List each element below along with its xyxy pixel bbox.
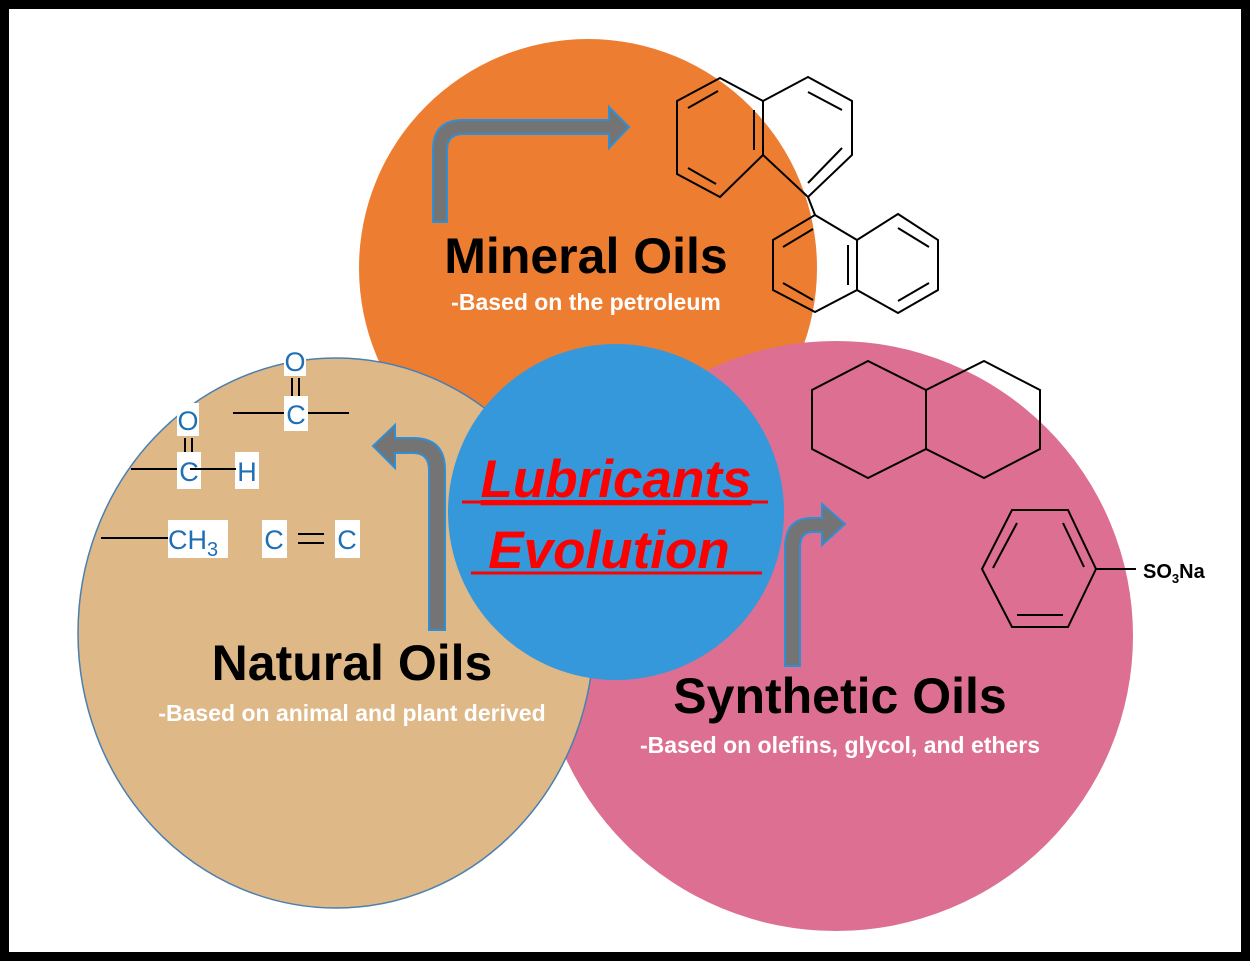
methyl-group: CH — [168, 525, 207, 555]
aldehyde-carbon: C — [179, 457, 199, 487]
synthetic-oils-subtitle: -Based on olefins, glycol, and ethers — [640, 732, 1040, 758]
mineral-oils-title: Mineral Oils — [444, 228, 727, 284]
center-title-line1: Lubricants — [481, 450, 752, 509]
sulfonate-subscript: 3 — [1172, 571, 1179, 586]
alkene-carbon-1: C — [264, 525, 284, 555]
mineral-molecule-icon — [676, 75, 939, 315]
synthetic-oils-title: Synthetic Oils — [673, 668, 1006, 724]
methyl-subscript: 3 — [207, 539, 218, 561]
synthetic-decalin-icon — [811, 359, 1041, 480]
center-circle — [448, 344, 784, 680]
natural-arrow-icon — [371, 422, 446, 631]
synthetic-benzenesulfonate-icon: SO3Na — [980, 509, 1206, 628]
natural-oils-subtitle: -Based on animal and plant derived — [158, 700, 545, 726]
ketone-oxygen: O — [284, 347, 305, 377]
natural-functional-groups-icon: O C O C H CH3 C — [101, 343, 360, 561]
svg-text:CH3: CH3 — [168, 525, 218, 561]
center-title-line2: Evolution — [488, 521, 729, 580]
mineral-oils-subtitle: -Based on the petroleum — [451, 289, 721, 315]
ketone-carbon: C — [286, 400, 306, 430]
aldehyde-oxygen: O — [177, 406, 198, 436]
mineral-arrow-icon — [432, 104, 631, 223]
aldehyde-hydrogen: H — [237, 457, 257, 487]
svg-text:SO3Na: SO3Na — [1143, 561, 1206, 586]
sulfonate-sodium: Na — [1179, 561, 1205, 583]
natural-oils-title: Natural Oils — [212, 635, 493, 691]
synthetic-arrow-icon — [784, 501, 847, 667]
alkene-carbon-2: C — [337, 525, 357, 555]
sulfonate-label: SO — [1143, 561, 1172, 583]
